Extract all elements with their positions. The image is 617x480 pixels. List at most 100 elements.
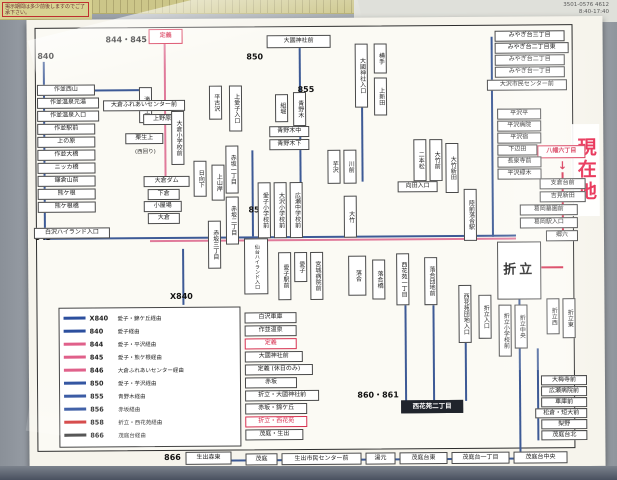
route-line (541, 266, 564, 269)
station-box: 赤坂一丁目 (225, 145, 239, 194)
destination-box-inverse: 西花苑二丁目 (401, 399, 464, 414)
station-box: みやぎ台二丁目 (494, 54, 565, 66)
legend-route-number: 855 (90, 391, 104, 401)
station-box: 葛岡駅入口 (519, 217, 578, 229)
terminal-box: 定義 (244, 338, 297, 350)
station-box: 作並温泉入口 (37, 110, 100, 122)
station-box: 作並駅前 (37, 123, 96, 135)
station-box: 折立中央 (514, 304, 528, 349)
station-box: 大竹新田 (445, 142, 459, 194)
station-box: 生出市民センター前 (281, 452, 362, 466)
station-box: 大倉 (147, 212, 180, 225)
notice-right-line1: 3501-0576 4612 (563, 2, 609, 8)
station-box: 作並温泉元湯 (37, 97, 100, 109)
station-box: 作並温泉 (244, 325, 297, 337)
station-box: 大沢小学校前 (273, 182, 287, 239)
route-color-swatch (63, 316, 86, 320)
station-box: 下倉 (147, 188, 180, 201)
station-box: 大竹前 (429, 139, 443, 182)
station-box: 大國神社前 (244, 351, 303, 363)
notice-right-line2: 8:40-17:40 (578, 9, 609, 15)
legend-route-via: 折立・西花苑経由 (118, 419, 163, 426)
legend-route-via: 愛子・熊ケ根経由 (117, 354, 162, 361)
route-color-swatch (64, 420, 87, 424)
station-box: 組堀 (274, 94, 289, 123)
station-box: 大梅寺前 (540, 375, 588, 386)
station-box: 作並大橋 (37, 149, 96, 161)
station-box: 折立西 (546, 298, 560, 335)
terminal-box: 折立・西花苑 (245, 416, 308, 428)
station-box: 愛子駅前 (278, 252, 292, 301)
route-line (94, 89, 141, 92)
station-box: 芋沢 (327, 149, 341, 184)
station-box: 茂庭 (245, 453, 278, 466)
station-box: 広瀬病院前 (541, 386, 588, 397)
station-box: 愛子 (294, 252, 308, 283)
station-box: 平沢病院 (497, 120, 542, 132)
current-location-arrow-icon: ↓ (557, 159, 568, 173)
route-color-swatch (63, 355, 86, 359)
station-box: 熊ケ根橋 (37, 201, 96, 213)
route-number-label: 860・861 (357, 390, 399, 400)
map-note: (西回り) (134, 148, 156, 155)
station-box: 平古沢 (208, 85, 223, 120)
route-color-swatch (63, 342, 86, 346)
station-box: 大國神社前 (266, 34, 331, 49)
legend-row: 845 愛子・熊ケ根経由 (62, 349, 238, 363)
legend-route-via: 愛子・平沢経由 (117, 341, 157, 348)
station-box: 支倉台前 (539, 178, 586, 190)
station-box: 大竹 (343, 195, 357, 238)
route-line (464, 342, 468, 401)
legend-route-number: 844 (89, 339, 104, 349)
legend-row: 850 愛子・芋沢経由 (62, 375, 238, 389)
major-station-box: 折立 (497, 241, 542, 300)
station-box: 車庫前 (541, 397, 588, 408)
station-box: 赤坂三丁目 (207, 220, 222, 269)
station-box: 宮城病院前 (310, 251, 324, 300)
legend-route-via: 愛子・芋沢経由 (117, 380, 157, 387)
station-box: 横手 (373, 43, 387, 74)
station-box: 落合橋 (372, 259, 386, 300)
route-color-swatch (63, 368, 86, 372)
station-box: 葛岡墓園前 (519, 204, 578, 216)
legend-route-number: 845 (89, 352, 104, 362)
station-box: 平沢宿 (497, 132, 542, 144)
station-box: 赤坂 (244, 377, 298, 389)
station-box: 梨野 (541, 419, 588, 430)
station-box: みやぎ台二丁目東 (494, 42, 569, 54)
station-box: 折立小学校前 (498, 304, 512, 357)
legend-row: 844 愛子・平沢経由 (62, 336, 238, 350)
station-box: 赤坂二丁目 (225, 196, 240, 245)
station-box: 茂庭台北 (541, 430, 588, 441)
station-box: 平沢緑木 (497, 168, 542, 180)
legend-route-via: 茂庭台経由 (118, 432, 146, 439)
station-box: みやぎ台一丁目 (494, 66, 565, 78)
station-box: 仙台ハイランド入口 (243, 238, 269, 295)
current-location-label: 現在地 (571, 123, 600, 217)
route-color-swatch (64, 394, 87, 398)
legend-route-via: 愛子経由 (117, 328, 140, 335)
station-box: 西花苑一丁目 (396, 253, 410, 306)
station-box: 川前 (343, 149, 357, 184)
station-box: 吉見新田 (539, 191, 586, 203)
legend-route-number: 866 (90, 430, 104, 440)
board-bottom-edge (0, 466, 617, 480)
station-box: 上愛子入口 (228, 85, 243, 132)
station-box: 青野木下 (269, 138, 310, 151)
station-box: 上山岸 (211, 164, 225, 201)
station-box: 折立・大國神社前 (245, 389, 320, 402)
route-number-label: X840 (169, 292, 193, 302)
station-box: 広瀬中学校前 (289, 182, 303, 239)
station-box: 落合団地前 (424, 257, 438, 306)
station-box: 大倉小学校前 (171, 110, 185, 165)
route-color-swatch (63, 329, 86, 333)
station-box: 松倉・短大前 (535, 408, 588, 419)
station-box: ニッカ橋 (37, 162, 96, 174)
terminal-box: 八幡六丁目 (537, 145, 586, 159)
legend-route-number: 850 (89, 378, 104, 388)
station-box: 陸前落合駅 (463, 188, 478, 241)
